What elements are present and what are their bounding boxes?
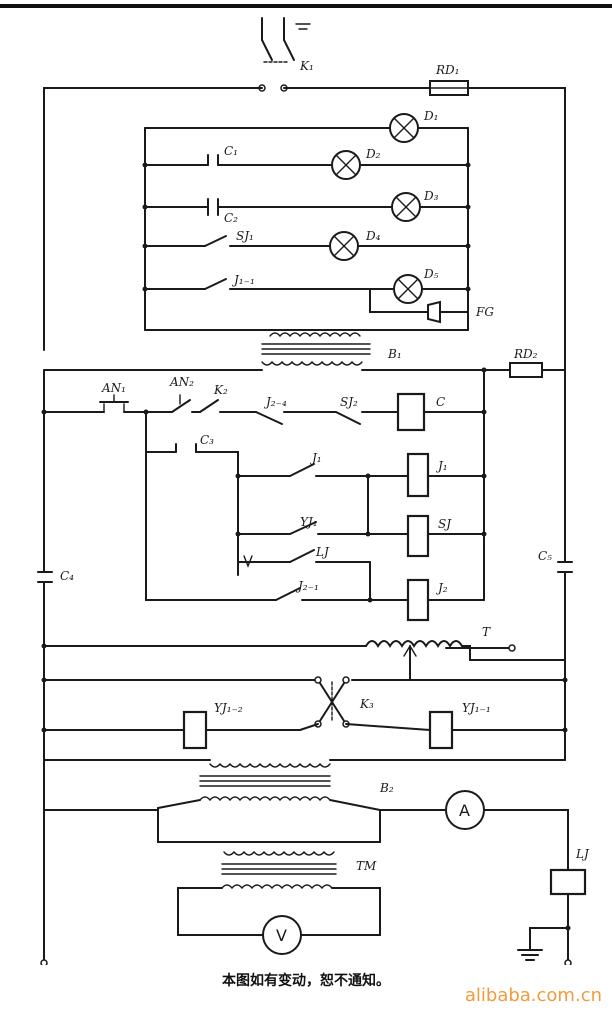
label-fg: FG [475, 305, 494, 319]
switch-k3: K₃ [299, 676, 374, 728]
transformer-t [365, 640, 463, 681]
transformer-tm [221, 850, 337, 890]
label-c4: C₄ [60, 569, 74, 583]
label-an2: AN₂ [169, 375, 194, 389]
label-ammeter: A [459, 801, 470, 820]
label-t: T [482, 625, 491, 639]
label-rd1: RD₁ [435, 63, 459, 77]
label-d5: D₅ [423, 267, 439, 281]
label-c2: C₂ [224, 211, 238, 225]
label-rd2: RD₂ [513, 347, 538, 361]
label-k2: K₂ [213, 383, 228, 397]
lamp-d2 [331, 150, 361, 180]
circuit-diagram: K₁ RD₁ D₁ C₁ D₂ C₂ D₃ SJ₁ [37, 17, 590, 965]
label-d1: D₁ [423, 109, 438, 123]
label-sj1: SJ₁ [236, 229, 254, 243]
label-d2: D₂ [365, 147, 381, 161]
label-tm: TM [356, 859, 377, 873]
label-c1: C₁ [224, 144, 238, 158]
label-lj-coil: LJ [575, 847, 590, 861]
footer-caption: 本图如有变动，恕不通知。 [222, 973, 390, 989]
coil-yj12 [182, 710, 208, 750]
fuse-rd1: RD₁ [429, 63, 469, 96]
label-lj-contact: LJ [315, 545, 330, 559]
label-d3: D₃ [423, 189, 439, 203]
voltmeter: V [262, 915, 302, 955]
label-b1: B₁ [387, 347, 402, 361]
label-d4: D₄ [365, 229, 381, 243]
coil-lj [549, 868, 587, 896]
capacitor-c4: C₄ [37, 569, 74, 583]
button-an2: AN₂ [169, 375, 194, 413]
label-c-coil: C [436, 395, 445, 409]
transformer-b2 [199, 762, 331, 802]
switch-k1: K₁ [258, 17, 314, 92]
label-j24: J₂₋₄ [263, 395, 287, 409]
label-c5: C₅ [538, 549, 552, 563]
label-j21: J₂₋₁ [295, 579, 319, 593]
label-j1-coil: J₁ [435, 459, 448, 473]
label-j2-coil: J₂ [435, 581, 448, 595]
label-yj12: YJ₁₋₂ [214, 701, 243, 715]
label-j11: J₁₋₁ [231, 273, 255, 287]
label-c3: C₃ [200, 433, 214, 447]
label-an1: AN₁ [101, 381, 126, 395]
lamp-d3 [391, 192, 421, 222]
buzzer-fg [427, 300, 469, 324]
watermark: alibaba.com.cn [464, 985, 602, 1006]
label-b2: B₂ [379, 781, 394, 795]
coil-c [396, 392, 426, 432]
coil-j1 [406, 452, 430, 498]
lamp-d4 [329, 231, 359, 261]
label-sj2: SJ₂ [340, 395, 358, 409]
transformer-b1 [261, 332, 371, 366]
top-border-line [0, 4, 612, 8]
coil-j2 [406, 578, 430, 622]
lamp-d1 [389, 113, 419, 143]
label-k1: K₁ [299, 59, 314, 73]
switch-k2: K₂ [199, 383, 228, 413]
coil-yj11 [428, 710, 454, 750]
lamp-d5 [393, 274, 423, 304]
junction-nodes [41, 162, 571, 931]
label-sj-coil: SJ [438, 517, 452, 531]
coil-sj [406, 514, 430, 558]
ammeter: A [445, 790, 485, 830]
label-yj1: YJ₁ [300, 515, 318, 529]
label-voltmeter: V [276, 926, 287, 945]
button-an1: AN₁ [99, 381, 129, 413]
label-j1-contact: J₁ [309, 451, 322, 465]
label-k3: K₃ [359, 697, 374, 711]
capacitor-c5: C₅ [538, 549, 573, 573]
label-yj11: YJ₁₋₁ [462, 701, 491, 715]
fuse-rd2: RD₂ [509, 347, 543, 378]
